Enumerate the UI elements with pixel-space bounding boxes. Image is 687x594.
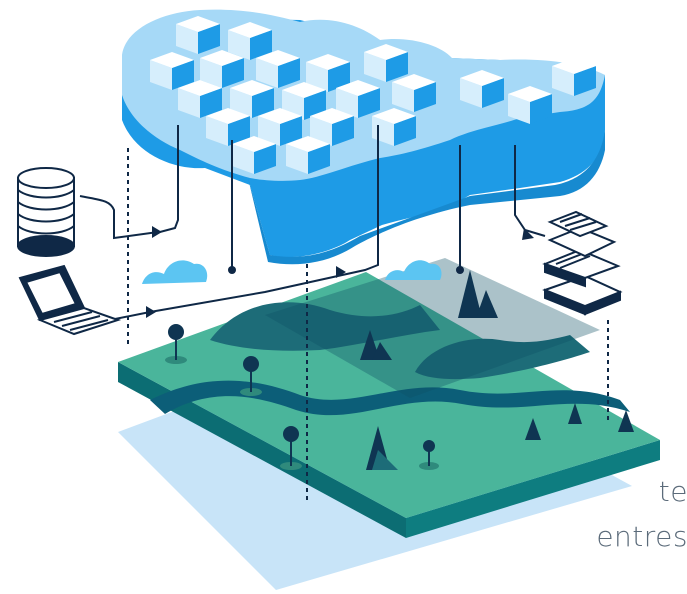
river — [150, 380, 630, 416]
cloud-block-top — [232, 136, 276, 152]
cloud-block-top — [508, 86, 552, 102]
cloud-block-top — [364, 44, 408, 60]
cloud-block-top — [286, 136, 330, 152]
cloud-block-side — [308, 144, 330, 174]
cloud-icon — [385, 260, 442, 280]
cloud-block-side — [460, 78, 482, 108]
cloud-block-side — [206, 116, 228, 146]
cloud-block-side — [394, 116, 416, 146]
cloud-block-side — [228, 30, 250, 60]
cloud-block-top — [336, 80, 380, 96]
cloud-block-side — [258, 116, 280, 146]
arrow-icon — [336, 266, 346, 278]
database-icon — [17, 167, 75, 257]
cloud-block-side — [176, 24, 198, 54]
cloud-block-top — [282, 82, 326, 98]
cloud-block-side — [286, 144, 308, 174]
cloud-block-side — [332, 116, 354, 146]
cloud-block-side — [386, 52, 408, 82]
hill-shape — [415, 335, 590, 380]
cloud-block-side — [200, 58, 222, 88]
cloud-block-top — [176, 16, 220, 32]
cloud-block-side — [552, 66, 574, 96]
cloud-block-side — [306, 62, 328, 92]
cloud-block-side — [198, 24, 220, 54]
cloud-icon — [142, 260, 208, 284]
cloud-block-side — [336, 88, 358, 118]
landscape-side-left — [118, 362, 406, 538]
arrow-icon — [522, 228, 534, 240]
cloud-block-top — [150, 52, 194, 68]
tree-icon — [240, 356, 262, 396]
cloud-block-side — [222, 58, 244, 88]
cloud-block-side — [252, 88, 274, 118]
arrow-icon — [146, 306, 156, 318]
cloud-block-side — [250, 30, 272, 60]
cloud-block-side — [200, 88, 222, 118]
cloud-block-side — [310, 116, 332, 146]
cloud-block-side — [278, 58, 300, 88]
arrow-icon — [152, 226, 162, 238]
cloud-block-top — [200, 50, 244, 66]
hill-shape — [210, 302, 440, 351]
cloud-block-top — [306, 54, 350, 70]
tree-icon — [618, 410, 634, 432]
cloud-block-side — [228, 116, 250, 146]
cloud-block-top — [310, 108, 354, 124]
cloud-block-side — [254, 144, 276, 174]
cloud-block-top — [228, 22, 272, 38]
cloud-block-side — [508, 94, 530, 124]
cloud-side-lower — [248, 130, 605, 265]
tree-icon — [419, 440, 439, 470]
landscape-side-right — [406, 440, 660, 538]
tree-icon — [458, 270, 498, 318]
cloud-block-side — [482, 78, 504, 108]
cloud-block-side — [358, 88, 380, 118]
cloud-block-side — [530, 94, 552, 124]
caption-fragment: entres — [596, 520, 687, 553]
cloud-block-top — [392, 74, 436, 90]
cloud-block-top — [258, 108, 302, 124]
cloud-block-top — [230, 80, 274, 96]
cloud-block-top — [206, 108, 250, 124]
cloud-block-side — [364, 52, 386, 82]
cloud-block-side — [256, 58, 278, 88]
cloud-block-side — [414, 82, 436, 112]
laptop-icon — [18, 264, 122, 336]
caption-fragment: te — [658, 475, 687, 508]
tree-icon — [360, 330, 392, 360]
connector-dot — [456, 266, 464, 274]
cloud-block-top — [178, 80, 222, 96]
cloud-block-side — [574, 66, 596, 96]
tree-icon — [525, 403, 582, 440]
cloud-blocks — [150, 16, 596, 174]
region-overlay — [265, 258, 600, 398]
cloud-block-side — [230, 88, 252, 118]
cloud-block-side — [280, 116, 302, 146]
connector-dot — [228, 266, 236, 274]
cloud-block-top — [552, 58, 596, 74]
cloud-block-side — [328, 62, 350, 92]
cloud-block-top — [256, 50, 300, 66]
cloud-block-side — [232, 144, 254, 174]
tree-icon — [280, 426, 302, 470]
tree-icon — [165, 324, 187, 364]
cloud-block-side — [172, 60, 194, 90]
connector-lines — [79, 125, 609, 500]
cloud-block-side — [392, 82, 414, 112]
tree-icon — [366, 426, 398, 470]
cloud-block-side — [178, 88, 200, 118]
document-stack-icon — [542, 210, 623, 316]
cloud-block-side — [150, 60, 172, 90]
cloud-block-top — [460, 70, 504, 86]
cloud-block-top — [372, 108, 416, 124]
